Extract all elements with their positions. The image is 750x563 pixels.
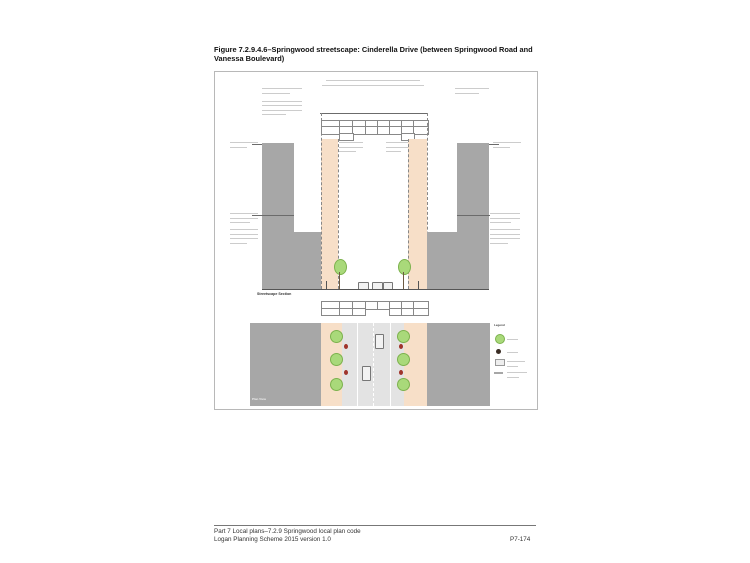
right-note-block <box>455 86 489 94</box>
left-footpath-section <box>321 139 338 289</box>
right-building-tower <box>457 143 489 289</box>
plan-lane-line <box>357 323 358 406</box>
plan-tree-icon <box>397 353 410 366</box>
right-annotation-group <box>493 140 521 148</box>
legend-tree-icon <box>495 334 505 344</box>
leader-line <box>457 215 490 216</box>
legend-heading: Legend <box>494 323 505 327</box>
left-building-podium <box>294 232 321 289</box>
section-person-icon <box>418 281 420 289</box>
left-zone-note <box>339 140 363 152</box>
legend-building-text <box>507 370 527 378</box>
page-title: Figure 7.2.9.4.6–Springwood streetscape:… <box>214 45 533 63</box>
section-tree-trunk <box>403 272 404 289</box>
section-header-text <box>318 77 428 86</box>
legend-hatch-icon <box>495 359 505 366</box>
plan-view-label: Plan View <box>252 397 266 401</box>
plan-right-building <box>427 323 490 406</box>
leader-line <box>252 144 262 145</box>
legend-hatch-text <box>507 359 525 367</box>
section-tree-trunk <box>339 272 340 289</box>
plan-car-icon <box>399 344 403 349</box>
plan-car-icon <box>399 370 403 375</box>
plan-tree-icon <box>330 330 343 343</box>
section-tree-icon <box>334 259 347 275</box>
plan-left-building <box>250 323 321 406</box>
plan-tree-icon <box>330 353 343 366</box>
section-person-icon <box>326 281 328 289</box>
footer-page-number: P7-174 <box>510 536 531 543</box>
plan-lane-line <box>390 323 391 406</box>
plan-tree-icon <box>397 378 410 391</box>
left-building-tower <box>262 143 294 289</box>
leader-line <box>252 215 294 216</box>
left-annotation-group <box>230 140 258 148</box>
figure-frame <box>214 71 538 410</box>
dashed-guide <box>338 139 339 289</box>
legend-building-icon <box>494 372 503 374</box>
dashed-guide <box>408 139 409 289</box>
plan-tree-icon <box>397 330 410 343</box>
plan-vehicle-icon <box>362 366 371 381</box>
legend-grate-icon <box>496 349 501 354</box>
leader-line <box>489 144 499 145</box>
dashed-guide <box>427 113 428 289</box>
right-footpath-section <box>408 139 427 289</box>
streetscape-section-label: Streetscape Section <box>257 292 292 296</box>
overall-dimension-line <box>320 113 427 114</box>
right-annotation-group <box>490 211 520 244</box>
right-zone-note <box>386 140 408 152</box>
plan-tree-icon <box>330 378 343 391</box>
plan-car-icon <box>344 370 348 375</box>
plan-lane-line <box>373 323 374 406</box>
left-annotation-group <box>230 211 258 244</box>
left-note-block <box>262 86 302 115</box>
footer-line-2: Logan Planning Scheme 2015 version 1.0 <box>214 536 331 543</box>
legend-grate-text <box>507 350 525 353</box>
right-building-podium <box>427 232 457 289</box>
dashed-guide <box>321 113 322 289</box>
footer-line-1: Part 7 Local plans–7.2.9 Springwood loca… <box>214 528 361 535</box>
legend-tree-text <box>507 337 525 340</box>
plan-vehicle-icon <box>375 334 384 349</box>
ground-line <box>262 289 489 290</box>
plan-car-icon <box>344 344 348 349</box>
footer-rule <box>214 525 536 526</box>
section-tree-icon <box>398 259 411 275</box>
